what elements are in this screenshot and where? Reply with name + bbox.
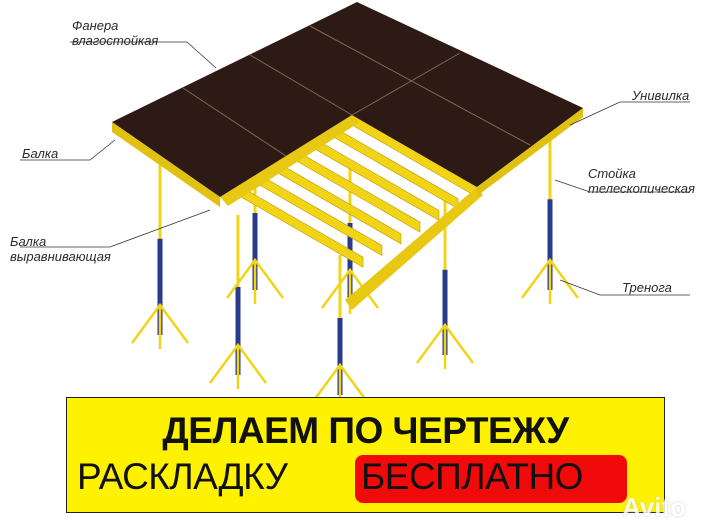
label-text: влагостойкая [72,33,159,48]
plywood-seams [182,25,531,157]
label-tripod: Тренога [622,280,672,295]
leader-lines [20,41,690,296]
highlight-box [355,455,627,503]
banner-line1: ДЕЛАЕМ ПО ЧЕРТЕЖУ [162,410,569,451]
label-text: телескопическая [588,181,695,196]
label-text: Стойка [588,166,636,181]
edge-beam-left [112,122,220,207]
label-text: выравнивающая [10,249,111,264]
label-fork-head: Унивилка [632,88,690,103]
label-text: Фанера [72,18,119,33]
label-plywood: Фанера влагостойкая [72,18,158,48]
promo-banner: ДЕЛАЕМ ПО ЧЕРТЕЖУ РАСКЛАДКУ БЕСПЛАТНО [66,397,665,513]
banner-line2: РАСКЛАДКУ [77,456,288,497]
banner-highlight: БЕСПЛАТНО [361,456,583,497]
label-leveling-beam: Балка выравнивающая [10,234,111,264]
label-beam: Балка [22,146,59,161]
beams [220,114,483,310]
bearer-beam [220,115,360,206]
leveling-beam [345,187,483,310]
plywood-deck [112,2,583,197]
label-telescopic-prop: Стойка телескопическая [588,166,695,196]
avito-watermark: Avito [622,492,687,522]
label-text: Балка [10,234,47,249]
edge-beam-right [477,108,583,196]
